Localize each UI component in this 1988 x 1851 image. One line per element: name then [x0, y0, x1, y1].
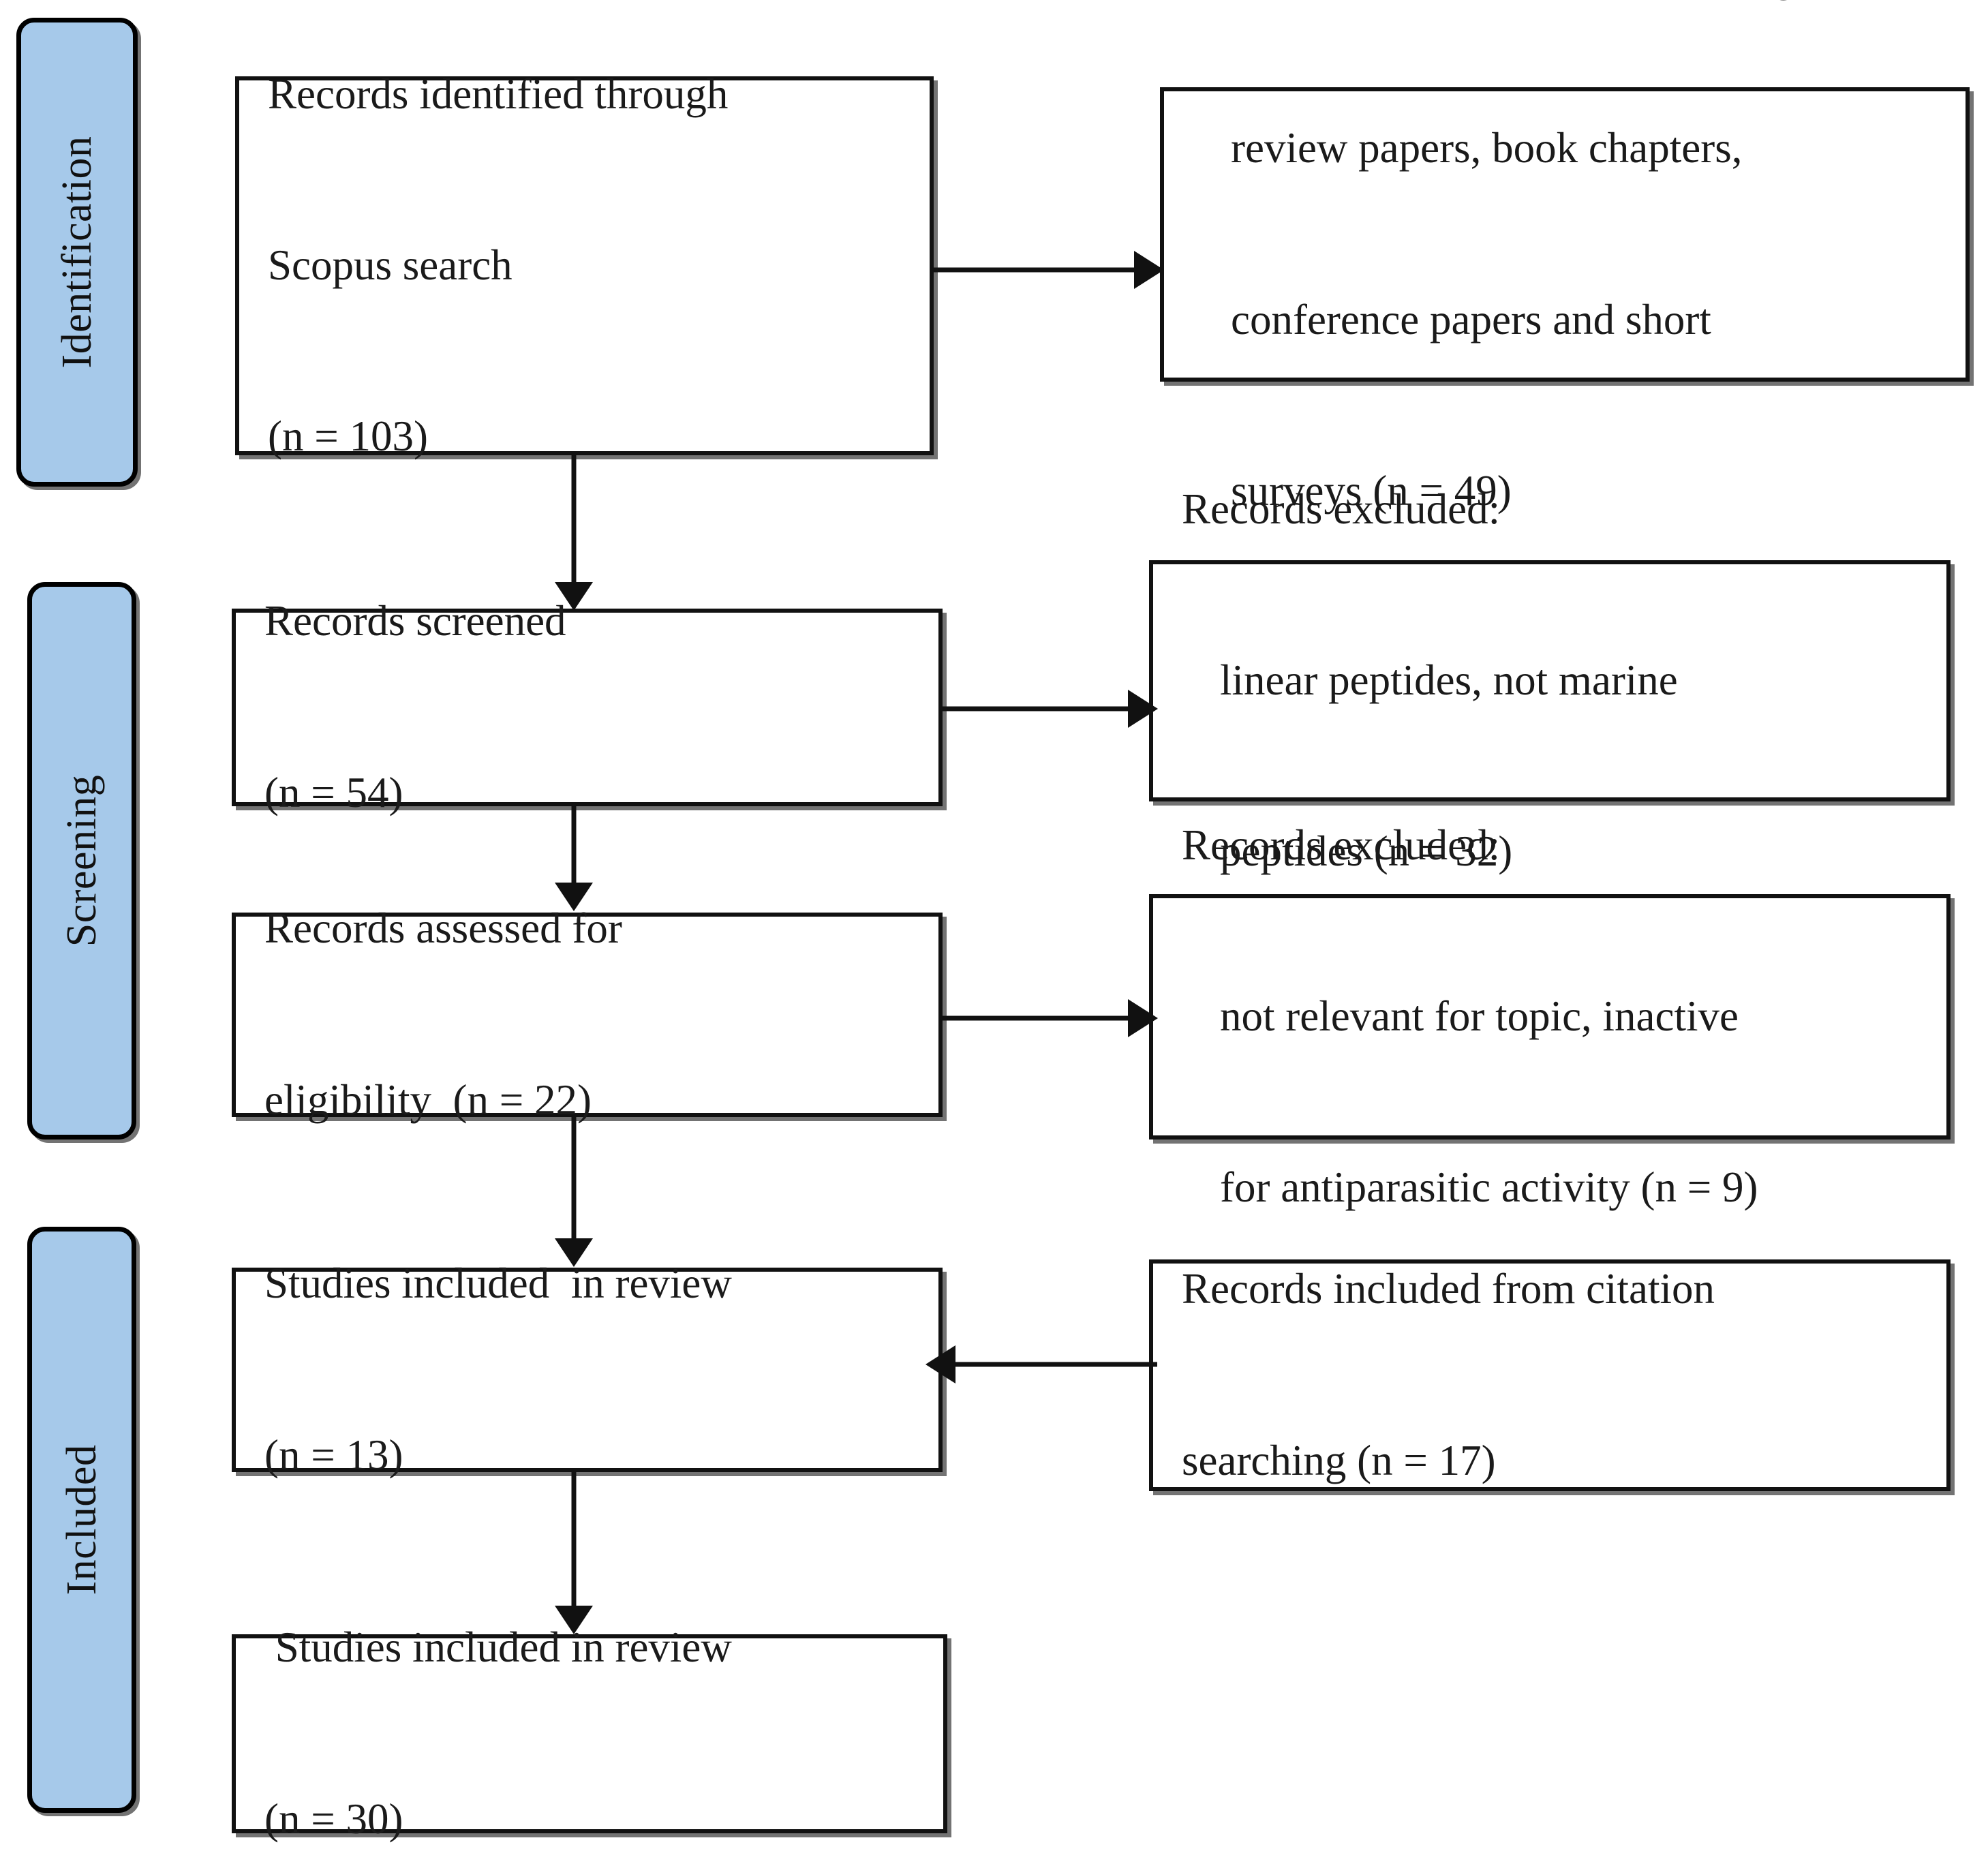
box-records-excluded-screening: Records excluded: linear peptides, not m…: [1149, 485, 1951, 875]
stage-label-included: Included: [59, 1444, 105, 1595]
arrow-identified-to-excluded-pre: [932, 245, 1165, 294]
box-records-excluded-screening-text: Records excluded: linear peptides, not m…: [1182, 485, 1678, 876]
box-studies-included-total: Studies included in review (n = 30): [232, 1623, 947, 1843]
box-records-excluded-eligibility: Records excluded: not relevant for topic…: [1149, 821, 1951, 1211]
box-records-assessed: Records assessed for eligibility (n = 22…: [232, 904, 943, 1124]
box-records-identified: Records identified through Scopus search…: [235, 70, 934, 460]
box-studies-included-review: Studies included in review (n = 13): [232, 1259, 943, 1479]
box-records-assessed-text: Records assessed for eligibility (n = 22…: [264, 904, 622, 1124]
box-records-screened: Records screened (n = 54): [232, 597, 943, 816]
arrow-assessed-to-excluded: [941, 994, 1159, 1043]
box-records-excluded-before-screening-text: Records excluded before screening: revie…: [1193, 0, 1807, 515]
box-records-excluded-eligibility-text: Records excluded: not relevant for topic…: [1182, 821, 1758, 1212]
arrow-screened-to-assessed: [549, 805, 598, 913]
arrow-citation-to-included: [926, 1340, 1157, 1389]
arrow-assessed-to-included: [549, 1116, 598, 1268]
stage-pill-identification: Identification: [16, 18, 138, 487]
stage-pill-included: Included: [27, 1227, 136, 1813]
box-records-identified-text: Records identified through Scopus search…: [268, 70, 729, 461]
stage-pill-screening: Screening: [27, 582, 136, 1139]
stage-label-identification: Identification: [54, 136, 100, 369]
arrow-included-to-total: [549, 1471, 598, 1636]
box-studies-included-review-text: Studies included in review (n = 13): [264, 1259, 732, 1479]
box-records-from-citation: Records included from citation searching…: [1149, 1259, 1951, 1491]
arrow-screened-to-excluded: [941, 684, 1159, 733]
stage-label-screening: Screening: [59, 774, 105, 947]
arrow-identified-to-screened: [549, 454, 598, 612]
box-records-from-citation-text: Records included from citation searching…: [1182, 1265, 1715, 1484]
box-studies-included-total-text: Studies included in review (n = 30): [264, 1623, 732, 1843]
box-records-screened-text: Records screened (n = 54): [264, 597, 566, 816]
box-records-excluded-before-screening: Records excluded before screening: revie…: [1160, 0, 1970, 515]
